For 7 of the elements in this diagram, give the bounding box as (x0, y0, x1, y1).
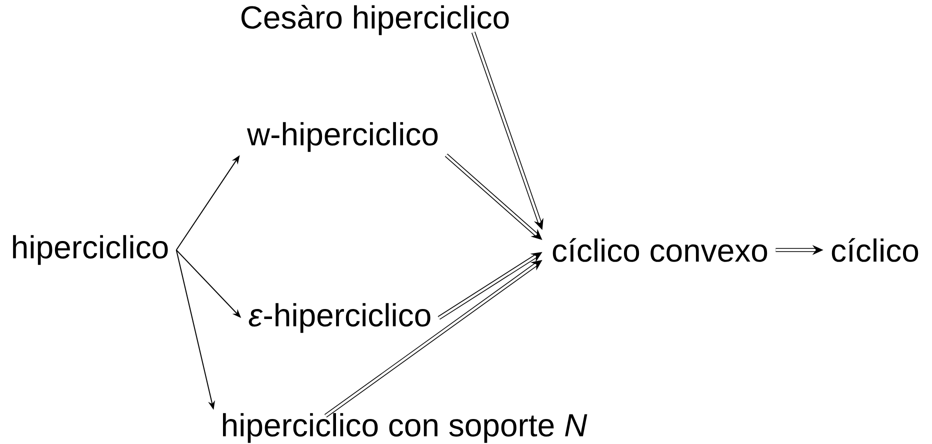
statement-label: ε-hiperciclico (248, 303, 430, 333)
statement-label: Cesàro hiperciclico (241, 4, 509, 36)
statement-label: cíclico (832, 238, 918, 262)
statement-label: w-hiperciclico (246, 122, 438, 152)
statement-label: hiperciclico con soporte N (223, 413, 588, 443)
statement-label: cíclico convexo (552, 238, 768, 262)
statement-label: hiperciclico (13, 235, 168, 265)
